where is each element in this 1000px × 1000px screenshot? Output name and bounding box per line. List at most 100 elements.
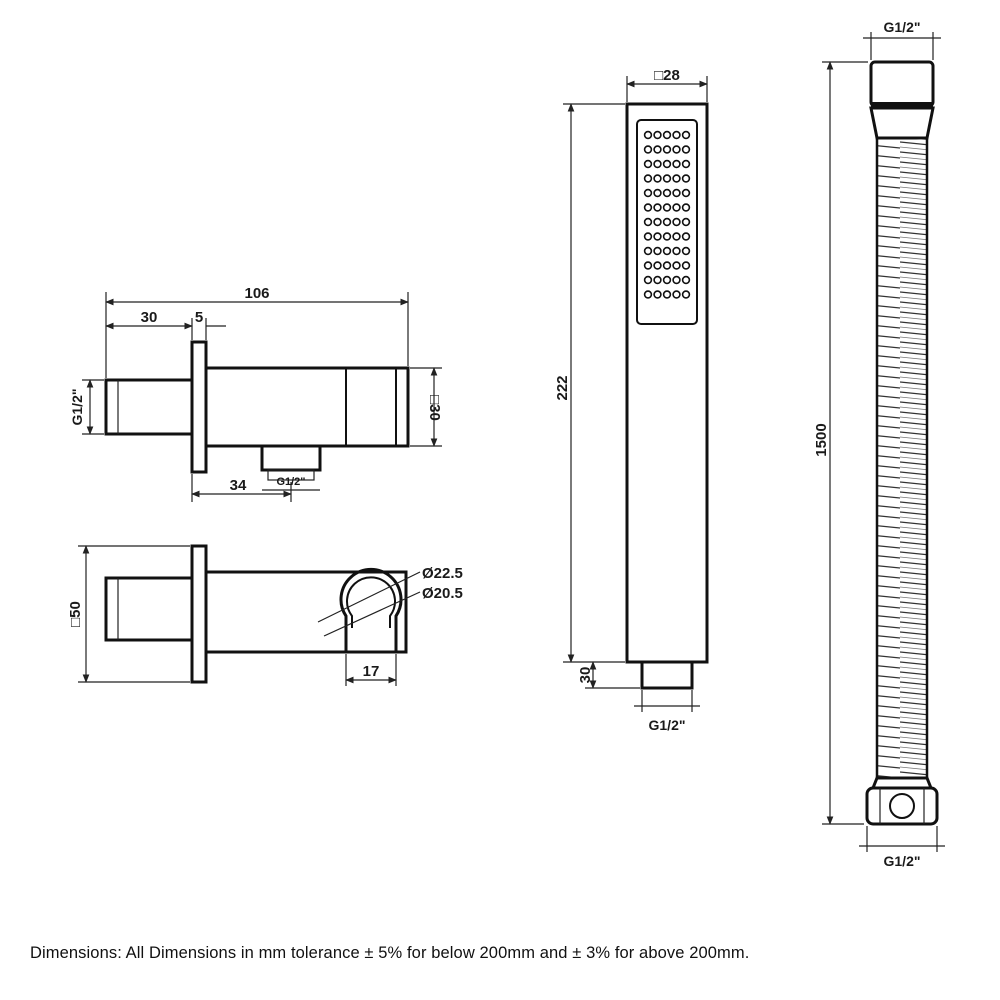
dim-holder-outer-diameter: Ø22.5 <box>422 565 463 582</box>
hose-top-nut <box>869 60 935 108</box>
nozzle <box>653 203 662 212</box>
nozzle <box>643 203 653 212</box>
nozzle <box>653 188 662 198</box>
nozzle <box>672 145 681 154</box>
nozzle <box>662 145 672 154</box>
nozzle <box>643 246 653 256</box>
nozzle <box>662 159 672 169</box>
holder-body <box>206 570 408 654</box>
nozzle <box>681 159 691 169</box>
handset-view: □28 222 30 G1/2" <box>554 67 709 733</box>
nozzle <box>643 174 653 183</box>
nozzle <box>681 232 691 241</box>
label-elbow-outlet: G1/2" <box>276 476 305 488</box>
nozzle <box>681 217 691 227</box>
nozzle <box>672 217 681 227</box>
nozzle <box>681 188 691 198</box>
nozzle <box>681 246 691 256</box>
nozzle <box>643 261 653 270</box>
label-hose-top-connector: G1/2" <box>884 19 921 35</box>
nozzle <box>681 145 691 154</box>
elbow-body <box>204 366 410 448</box>
nozzle <box>672 159 681 169</box>
handset-body <box>625 102 709 664</box>
nozzle <box>662 246 672 256</box>
label-handset-connector: G1/2" <box>649 717 686 733</box>
handset-spray-face <box>636 119 698 325</box>
nozzle <box>662 203 672 212</box>
dim-elbow-flange: 5 <box>195 309 203 326</box>
nozzle <box>653 159 662 169</box>
dim-holder-offset: 17 <box>363 663 380 680</box>
nozzle <box>672 246 681 256</box>
dim-handset-width: □28 <box>654 67 680 84</box>
elbow-holder-view: □50 Ø22.5 Ø20.5 17 <box>67 544 463 686</box>
nozzle <box>643 275 653 285</box>
label-hose-bottom-connector: G1/2" <box>884 853 921 869</box>
nozzle <box>662 290 672 299</box>
nozzle <box>681 130 691 140</box>
elbow-top-view: 106 30 5 □30 G1/2" 34 G1/2" <box>69 285 443 502</box>
nozzle <box>662 217 672 227</box>
nozzle <box>653 290 662 299</box>
nozzle <box>643 217 653 227</box>
hose-view: G1/2" 1500 G1/2" <box>813 19 945 869</box>
dim-hose-length: 1500 <box>813 423 830 456</box>
technical-drawing: 106 30 5 □30 G1/2" 34 G1/2" <box>67 19 945 869</box>
dim-holder-inner-diameter: Ø20.5 <box>422 585 463 602</box>
hose-bottom-nut <box>865 786 939 826</box>
nozzle <box>643 130 653 140</box>
dim-holder-height: □50 <box>67 601 84 627</box>
dim-elbow-outlet-offset: 34 <box>230 477 247 494</box>
holder-inlet-stub <box>104 576 194 642</box>
elbow-inlet-stub <box>104 378 194 436</box>
nozzle <box>662 232 672 241</box>
nozzle <box>643 290 653 299</box>
nozzle <box>653 275 662 285</box>
nozzle <box>653 217 662 227</box>
label-elbow-inlet: G1/2" <box>69 389 85 426</box>
nozzle <box>653 145 662 154</box>
nozzle <box>672 261 681 270</box>
nozzle <box>681 203 691 212</box>
handset-connector <box>640 660 694 690</box>
nozzle <box>681 275 691 285</box>
elbow-outlet <box>260 444 322 472</box>
holder-flange <box>190 544 208 684</box>
nozzle <box>643 188 653 198</box>
nozzle <box>672 275 681 285</box>
dim-handset-length: 222 <box>554 375 571 400</box>
dimensions-note: Dimensions: All Dimensions in mm toleran… <box>30 944 750 962</box>
nozzle <box>653 174 662 183</box>
nozzle <box>643 145 653 154</box>
nozzle <box>672 290 681 299</box>
nozzle <box>681 290 691 299</box>
hose-body <box>875 136 929 780</box>
nozzle <box>672 188 681 198</box>
nozzle <box>643 232 653 241</box>
nozzle <box>662 261 672 270</box>
nozzle <box>672 232 681 241</box>
dim-elbow-offset: 30 <box>141 309 158 326</box>
holder-ring <box>339 567 403 652</box>
dim-handset-connector-length: 30 <box>577 667 594 684</box>
nozzle <box>681 174 691 183</box>
nozzle <box>662 275 672 285</box>
nozzle <box>672 174 681 183</box>
nozzle <box>662 188 672 198</box>
dim-elbow-length: 106 <box>244 285 269 302</box>
hose-top-band <box>871 102 933 108</box>
nozzle <box>672 203 681 212</box>
nozzle <box>653 246 662 256</box>
nozzle <box>681 261 691 270</box>
nozzle <box>662 130 672 140</box>
nozzle <box>662 174 672 183</box>
nozzle <box>672 130 681 140</box>
nozzle <box>643 159 653 169</box>
hose-top-ferrule <box>869 106 935 140</box>
dim-elbow-height: □30 <box>426 395 443 421</box>
nozzle <box>653 130 662 140</box>
elbow-flange <box>190 340 208 474</box>
nozzle <box>653 261 662 270</box>
nozzle <box>653 232 662 241</box>
